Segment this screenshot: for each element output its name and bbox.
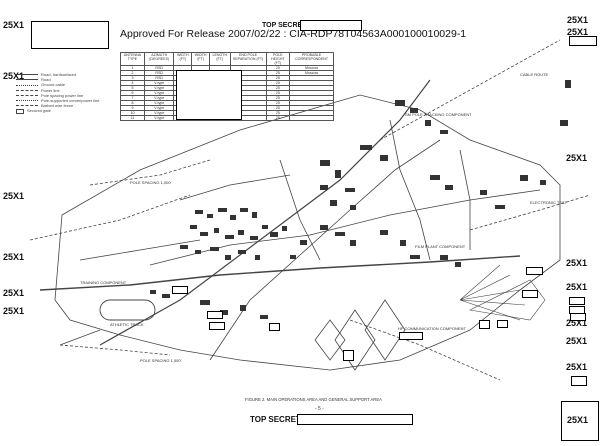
redaction-box-right-4	[571, 376, 587, 386]
redaction-box-map	[479, 320, 490, 329]
redaction-box-map	[209, 322, 225, 330]
release-line: Approved For Release 2007/02/22 : CIA-RD…	[120, 28, 467, 40]
table-cell: 11	[120, 115, 145, 121]
label-athletic-track: ATHLETIC TRACK	[110, 322, 144, 327]
redaction-box-map	[497, 320, 508, 328]
margin-mark-left-1: 25X1	[3, 71, 25, 81]
margin-mark-right-6: 25X1	[566, 318, 588, 328]
margin-mark-right-8: 25X1	[566, 362, 588, 372]
redaction-box-map	[522, 290, 538, 298]
table-cell	[289, 115, 334, 121]
margin-mark-left-4: 25X1	[3, 288, 25, 298]
table-header: WIDTH (FT)	[191, 52, 210, 66]
redaction-box-right-3	[570, 313, 586, 321]
redaction-box-map	[207, 311, 223, 319]
redaction-box-bottom-right	[561, 401, 599, 441]
label-cable-route: CABLE ROUTE	[520, 72, 549, 77]
legend-item: Ground cable	[41, 82, 66, 88]
label-pole-spacing-1: POLE SPACING 1,000'	[130, 180, 172, 185]
redaction-box-table	[176, 70, 242, 120]
label-pole-spacing-2: POLE SPACING 1,500'	[140, 358, 182, 363]
redaction-box-right-1	[569, 297, 585, 305]
redaction-box-top	[300, 20, 362, 31]
table-header: POLE HEIGHT (FT)	[265, 52, 291, 66]
label-tracking-component: SM POLE TRACKING COMPONENT	[405, 112, 472, 117]
map-legend: Road, hardsurfaced Road Ground cable Pow…	[16, 72, 106, 114]
redaction-box-map	[526, 267, 543, 275]
margin-mark-right-5: 25X1	[566, 282, 588, 292]
margin-mark-right-7: 25X1	[566, 336, 588, 346]
redaction-box-bottom	[297, 414, 413, 425]
margin-mark-right-2: 25X1	[567, 27, 589, 37]
redaction-box-map	[343, 350, 354, 361]
redaction-box-map	[172, 286, 188, 294]
redaction-box-right-top	[569, 36, 597, 46]
legend-item: Secured gate	[27, 108, 51, 114]
label-comm-component: HF COMMUNICATION COMPONENT	[398, 326, 466, 331]
table-cell: 25	[265, 115, 291, 121]
margin-mark-right-1: 25X1	[567, 15, 589, 25]
legend-item: Power line	[41, 87, 60, 93]
label-training-component: TRAINING COMPONENT	[80, 280, 127, 285]
legend-item: Road	[41, 77, 51, 83]
margin-mark-left-2: 25X1	[3, 191, 25, 201]
margin-mark-left-5: 25X1	[3, 306, 25, 316]
table-header: PROBABLE CORRESPONDENT	[289, 52, 334, 66]
classification-top: TOP SECRET	[262, 22, 307, 29]
table-header: LENGTH (FT)	[208, 52, 231, 66]
figure-caption: FIGURE 2. MAIN OPERATIONS AREA AND GENER…	[245, 397, 382, 402]
redaction-box-map	[269, 323, 280, 331]
margin-mark-left-3: 25X1	[3, 252, 25, 262]
legend-item: Road, hardsurfaced	[41, 72, 77, 77]
table-header: WIDTH (FT)	[173, 52, 193, 66]
redaction-box-top-left	[31, 21, 109, 49]
label-electronic-test: ELECTRONIC TEST	[530, 200, 568, 205]
legend-item: Pole-supported comm/power line	[41, 98, 100, 104]
margin-mark-right-3: 25X1	[566, 153, 588, 163]
margin-mark-top-left: 25X1	[3, 20, 25, 30]
page-number: - 5 -	[315, 406, 324, 412]
margin-mark-right-4: 25X1	[566, 258, 588, 268]
table-cell: V-type	[143, 115, 175, 121]
margin-mark-bottom-right: 25X1	[567, 415, 589, 425]
label-film-component: FILM PLANT COMPONENT	[415, 244, 466, 249]
table-header: END POLE SEPARATION (FT)	[229, 52, 267, 66]
legend-item: Pole spacing power line	[41, 92, 84, 98]
legend-item: Barbed wire fence	[41, 103, 74, 109]
redaction-box-map	[399, 332, 423, 340]
classification-bottom: TOP SECRET	[250, 415, 301, 424]
table-header: AZIMUTH (DEGREES)	[143, 52, 175, 66]
table-header: ANTENNA TYPE	[120, 52, 145, 66]
